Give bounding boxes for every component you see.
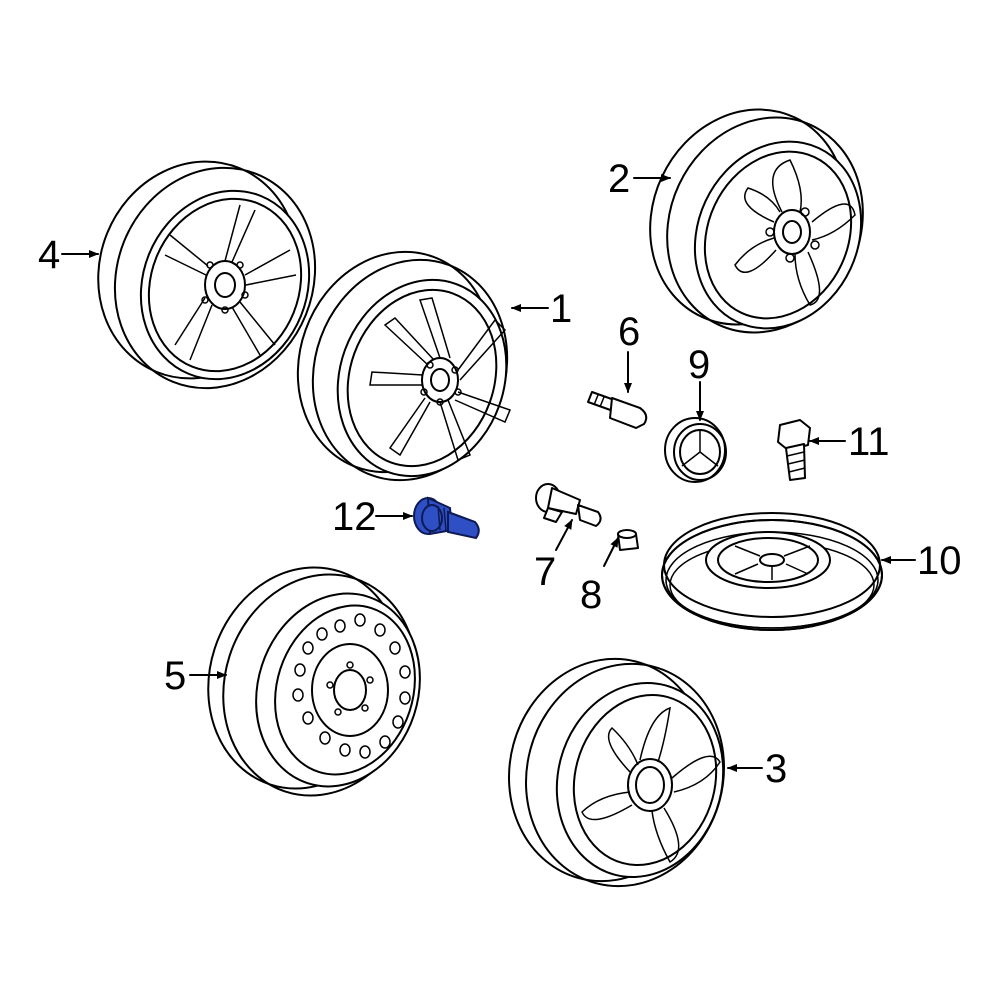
valve-stem-6-drawing[interactable] (587, 391, 648, 429)
wheel-4-drawing[interactable] (66, 131, 348, 418)
tpms-valve-stem-7-drawing[interactable] (535, 483, 602, 527)
wheel-2-drawing[interactable] (615, 77, 897, 365)
callout-labels: 4 1 2 6 9 11 12 7 8 10 5 3 (38, 157, 962, 791)
tpms-valve-12-drawing[interactable] (413, 496, 480, 540)
callout-11: 11 (848, 420, 890, 464)
callout-3: 3 (765, 747, 787, 791)
callout-4: 4 (38, 233, 60, 277)
wheel-3-drawing[interactable] (484, 636, 748, 908)
callout-6: 6 (618, 310, 640, 354)
callout-9: 9 (688, 343, 710, 387)
callout-7: 7 (534, 550, 556, 594)
callout-12: 12 (332, 495, 377, 539)
callout-5: 5 (164, 654, 186, 698)
callout-1: 1 (550, 287, 572, 331)
wheel-1-drawing[interactable] (267, 224, 537, 507)
wheel-5-drawing[interactable] (180, 542, 445, 821)
wheel-bolt-11-drawing[interactable] (777, 419, 811, 481)
callout-8: 8 (580, 573, 602, 617)
valve-cap-8-drawing[interactable] (617, 529, 639, 551)
callout-10: 10 (917, 539, 962, 583)
center-cap-9-drawing[interactable] (664, 417, 727, 483)
callout-2: 2 (608, 157, 630, 201)
callout-arrows (61, 174, 916, 772)
spare-tire-10-drawing[interactable] (661, 512, 883, 631)
